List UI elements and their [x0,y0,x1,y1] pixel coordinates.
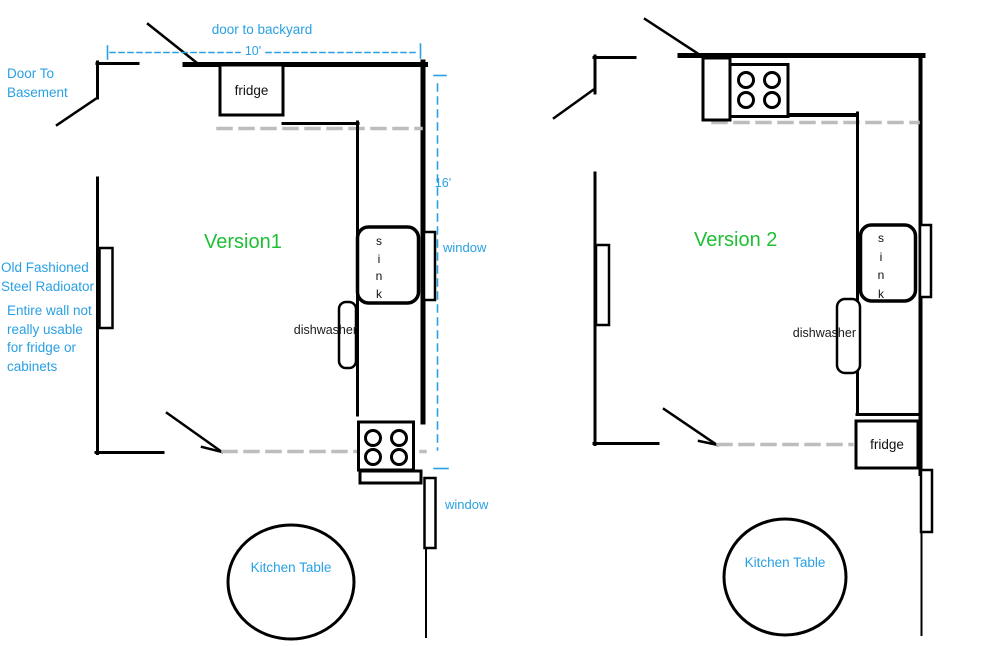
wall-usability-note: Entire wall not really usable for fridge… [7,303,92,374]
v2-kitchen-table [722,517,848,637]
v1-fridge [218,63,285,117]
v2-fridge [854,419,920,470]
v2-sink-label: s i n k [877,231,885,301]
v2-radiator [594,243,611,327]
v1-pantry-door-swing [165,411,224,454]
dim-10ft-label: 10' [244,44,262,58]
version1-plan [55,22,449,641]
v2-window-bottom [919,468,934,534]
door-to-basement-label: Door To Basement [7,66,68,100]
v1-stove-burner [364,448,382,466]
v1-sink-label: s i n k [375,234,383,301]
v1-stove-burner [390,429,408,447]
v2-sink [858,223,918,303]
v1-radiator [98,246,114,330]
v2-stove-side-panel [701,56,732,122]
v1-stove-burner [390,448,408,466]
v2-pantry-door-swing-tick [697,439,720,447]
v2-backyard-door-swing [643,17,699,55]
v1-sink [355,225,421,305]
v1-fridge-label: fridge [234,82,269,98]
v2-dishwasher-label: dishwasher [792,326,856,340]
v2-fridge-label: fridge [870,437,904,452]
door-to-backyard-label: door to backyard [211,22,313,37]
v1-pantry-door-swing-tick [200,445,224,454]
v1-stove-burner [364,429,382,447]
v2-stove-burner [737,91,755,109]
v1-dishwasher [337,300,358,370]
v1-dimension-lines [106,43,449,470]
v2-stove-burner [763,91,781,109]
v2-dishwasher [835,297,862,375]
version1-title: Version1 [204,231,282,253]
v1-window-top-label: window [443,240,487,255]
v2-basement-door-swing [552,88,595,120]
version2-title: Version 2 [694,229,778,251]
v2-stove-burner [763,71,781,89]
radiator-note: Old Fashioned Steel Radioator [1,260,95,294]
v1-window-bottom-label: window [445,497,489,512]
version2-plan [552,17,934,637]
v1-kitchen-table-label: Kitchen Table [250,560,332,575]
dim-16ft-label: 16' [434,176,452,190]
v1-kitchen-table [226,523,356,641]
v1-backyard-door-swing [146,22,199,65]
v2-window-top [918,223,933,299]
v2-stove [728,63,790,118]
v2-stove-burner [737,71,755,89]
v1-stove-base [358,469,423,485]
v1-window-bottom [423,476,437,550]
v1-window-top [422,230,437,302]
v2-kitchen-table-label: Kitchen Table [744,555,826,570]
v1-dishwasher-label: dishwasher [293,323,357,337]
v2-pantry-door-swing [662,407,719,447]
v1-basement-door-swing [55,96,99,127]
